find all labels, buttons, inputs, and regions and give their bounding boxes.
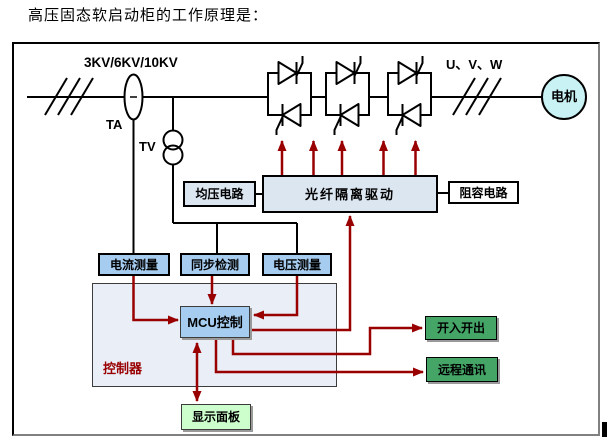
motor-label: 电机 bbox=[550, 89, 577, 104]
rc-circuit-block: 阻容电路 bbox=[448, 181, 519, 204]
tv-label: TV bbox=[139, 139, 156, 154]
controller-label: 控制器 bbox=[103, 361, 143, 376]
digital-io-block: 开入开出 bbox=[425, 316, 497, 340]
page-title: 高压固态软启动柜的工作原理是： bbox=[28, 7, 269, 24]
voltage-levels-label: 3KV/6KV/10KV bbox=[84, 55, 178, 70]
fiber-isolation-drive-block: 光纤隔离驱动 bbox=[262, 175, 438, 213]
cursor-mark bbox=[602, 422, 607, 437]
display-panel-block: 显示面板 bbox=[181, 404, 251, 430]
voltage-measure-block: 电压测量 bbox=[262, 253, 332, 276]
equalizing-circuit-block: 均压电路 bbox=[183, 181, 256, 207]
sync-detect-block: 同步检测 bbox=[180, 253, 250, 276]
ta-label: TA bbox=[106, 117, 123, 132]
current-measure-block: 电流测量 bbox=[98, 253, 170, 276]
phases-label: U、V、W bbox=[446, 57, 503, 72]
remote-comm-block: 远程通讯 bbox=[426, 357, 498, 382]
mcu-control-block: MCU控制 bbox=[180, 306, 250, 338]
